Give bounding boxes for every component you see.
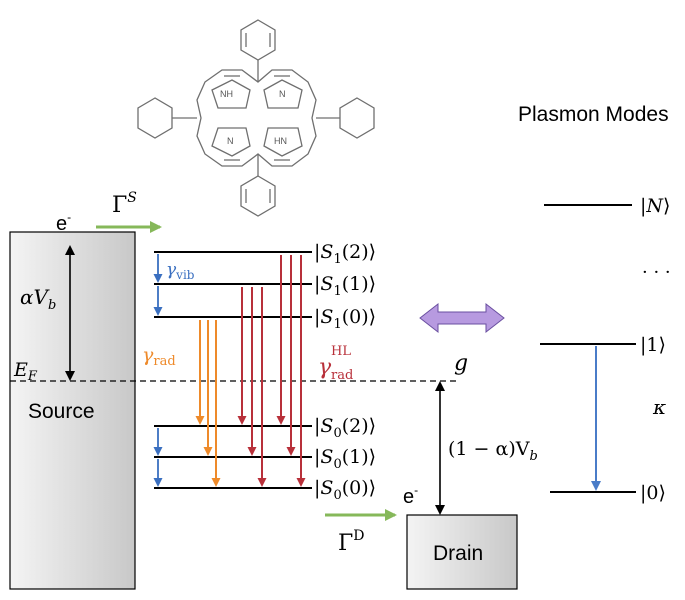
coupling-g-label: g bbox=[454, 351, 468, 376]
level-label-s1-1: |S1(1)⟩ bbox=[314, 273, 376, 299]
coupling-arrow bbox=[419, 302, 505, 334]
plasmon-levels bbox=[540, 204, 636, 493]
plasmon-level-0-label: |0⟩ bbox=[640, 482, 666, 504]
source-electron-label: e- bbox=[56, 210, 71, 235]
plasmon-modes-title: Plasmon Modes bbox=[518, 103, 669, 126]
gamma-vib-label: γvib bbox=[166, 260, 195, 282]
plasmon-level-n-label: |N⟩ bbox=[640, 195, 670, 217]
level-label-s0-1: |S0(1)⟩ bbox=[314, 446, 376, 472]
gamma-rad-hl-sup: HL bbox=[331, 344, 351, 359]
drain-label: Drain bbox=[433, 542, 483, 565]
radiative-decay-arrows bbox=[195, 320, 221, 487]
hot-luminescence-arrows bbox=[237, 255, 306, 487]
level-label-s0-2: |S0(2)⟩ bbox=[314, 415, 376, 441]
fermi-energy-label: EF bbox=[13, 359, 38, 384]
level-label-s1-0: |S1(0)⟩ bbox=[314, 306, 376, 332]
drain-electrode bbox=[406, 514, 518, 590]
level-label-s0-0: |S0(0)⟩ bbox=[314, 477, 376, 503]
gamma-d-label: ΓD bbox=[338, 528, 365, 556]
drain-bias-label: (1 − α)Vb bbox=[448, 438, 538, 464]
molecular-levels bbox=[154, 251, 312, 489]
gamma-s-label: ΓS bbox=[112, 190, 137, 218]
plasmon-level-dots: · · · bbox=[642, 262, 671, 283]
gamma-rad-hl-label: γ bbox=[318, 355, 332, 380]
porphyrin-molecule bbox=[137, 19, 375, 217]
molecule-label-n-2: N bbox=[227, 136, 234, 146]
molecule-label-n-1: N bbox=[279, 89, 286, 99]
source-bias-label: αVb bbox=[20, 285, 56, 313]
plasmon-level-1-label: |1⟩ bbox=[640, 334, 666, 356]
molecule-label-hn-2: HN bbox=[274, 136, 287, 146]
kappa-label: κ bbox=[652, 395, 666, 419]
gamma-rad-hl-sub: rad bbox=[331, 368, 353, 383]
drain-electron-label: e- bbox=[403, 483, 418, 508]
level-label-s1-2: |S1(2)⟩ bbox=[314, 241, 376, 267]
molecule-label-nh-1: NH bbox=[220, 89, 233, 99]
source-label: Source bbox=[28, 400, 95, 423]
gamma-rad-label: γrad bbox=[142, 344, 176, 369]
